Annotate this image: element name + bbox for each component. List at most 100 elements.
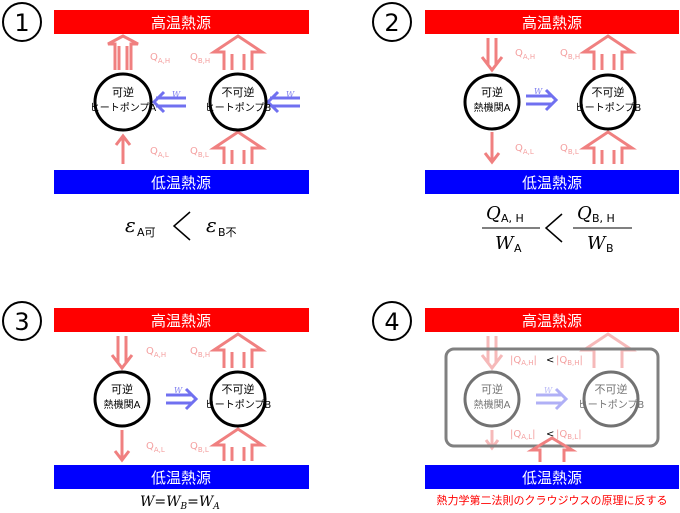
svg-text:ヒートポンプB: ヒートポンプB [578, 399, 645, 411]
heat-arrow-b-cold [209, 427, 267, 461]
svg-text:可逆: 可逆 [481, 382, 503, 396]
relation-1: ε A可 ε B不 [125, 211, 237, 241]
heat-arrow-b-hot [209, 34, 267, 70]
svg-text:B不: B不 [218, 226, 237, 239]
svg-text:ε: ε [125, 213, 136, 237]
work-label: W [286, 90, 295, 99]
device-b-line1: 不可逆 [222, 85, 255, 99]
heat-arrow-a-hot [110, 336, 134, 371]
device-a-line2: ヒートポンプA [90, 102, 157, 114]
svg-text:ヒートポンプB: ヒートポンプB [575, 102, 642, 114]
svg-text:QB,L: QB,L [560, 143, 579, 156]
panel-number-badge: 4 [372, 301, 412, 341]
work-label: W [174, 386, 183, 395]
heat-arrow-b-cold [209, 130, 267, 164]
heat-arrow-a-hot [107, 34, 139, 70]
svg-text:低温熱源: 低温熱源 [151, 469, 211, 487]
svg-text:QA,L: QA,L [150, 146, 169, 159]
svg-text:不可逆: 不可逆 [595, 382, 628, 396]
work-arrow-4 [536, 387, 569, 411]
system-boundary-box [444, 347, 660, 448]
svg-text:B, H: B, H [592, 212, 615, 225]
heat-labels: QA,H QB,H QA,L QB,L [150, 52, 210, 159]
svg-text:QB,H: QB,H [190, 346, 210, 359]
svg-text:ヒートポンプB: ヒートポンプB [205, 399, 272, 411]
work-arrow-3 [166, 387, 199, 411]
svg-text:QB,L: QB,L [190, 441, 209, 454]
svg-text:QA,L: QA,L [515, 143, 534, 156]
svg-text:<: < [546, 429, 554, 440]
svg-text:高温熱源: 高温熱源 [151, 312, 211, 330]
heat-arrow-a-cold [113, 430, 131, 463]
work-arrow-2 [526, 88, 559, 112]
panel-4: 4 高温熱源 低温熱源 W [372, 301, 679, 507]
svg-text:<: < [546, 355, 554, 366]
svg-text:熱機関A: 熱機関A [104, 398, 141, 411]
svg-text:W: W [587, 233, 607, 254]
clausius-violation-note: 熱力学第二法則のクラウジウスの原理に反する [437, 493, 668, 507]
device-a: 可逆 ヒートポンプA [90, 72, 157, 132]
device-a: 可逆 熱機関A [463, 73, 521, 131]
panel-3: 3 高温熱源 低温熱源 W [2, 301, 309, 512]
device-b: 不可逆 ヒートポンプB [575, 73, 642, 131]
svg-text:低温熱源: 低温熱源 [522, 174, 582, 192]
device-a: 可逆 熱機関A [93, 370, 151, 428]
svg-text:可逆: 可逆 [481, 85, 503, 99]
panel-number-badge: 2 [372, 2, 412, 42]
svg-text:B: B [606, 242, 614, 255]
svg-text:QB,H: QB,H [560, 48, 580, 61]
svg-text:熱機関A: 熱機関A [474, 101, 511, 114]
cold-reservoir: 低温熱源 [54, 170, 309, 194]
svg-text:熱機関A: 熱機関A [474, 398, 511, 411]
hot-reservoir: 高温熱源 [54, 10, 309, 34]
device-b-line2: ヒートポンプB [205, 102, 272, 114]
heat-arrow-a-cold [484, 430, 500, 451]
cold-reservoir: 低温熱源 [425, 465, 679, 489]
panel-number: 1 [14, 9, 29, 37]
heat-arrow-a-cold [114, 133, 132, 164]
heat-arrow-b-hot [209, 332, 267, 368]
less-than-mark [172, 211, 191, 241]
work-label: W [172, 90, 181, 99]
device-b: 不可逆 ヒートポンプB [205, 72, 272, 132]
svg-text:W=WB=WA: W=WB=WA [140, 494, 220, 512]
heat-arrow-b-hot [579, 34, 637, 70]
svg-text:QB,H: QB,H [190, 52, 210, 65]
heat-arrow-a-cold [483, 132, 501, 165]
svg-text:低温熱源: 低温熱源 [522, 469, 582, 487]
svg-text:高温熱源: 高温熱源 [522, 312, 582, 330]
svg-text:QA,H: QA,H [515, 48, 535, 61]
svg-text:不可逆: 不可逆 [592, 85, 625, 99]
cold-reservoir-label: 低温熱源 [151, 174, 211, 192]
heat-arrow-b-hot [579, 332, 637, 368]
work-label: W [544, 386, 553, 395]
inner-top-comparison: |QA,H| < |QB,H| [510, 355, 583, 367]
work-arrow-1b [265, 90, 300, 114]
svg-text:4: 4 [384, 308, 399, 336]
heat-labels: QA,H QB,H QA,L QB,L [515, 48, 580, 156]
cold-reservoir: 低温熱源 [425, 170, 679, 194]
hot-reservoir: 高温熱源 [425, 308, 679, 332]
svg-text:|QB,L|: |QB,L| [556, 429, 582, 441]
heat-arrow-a-hot [480, 38, 504, 73]
svg-text:QA,L: QA,L [146, 441, 165, 454]
svg-text:A, H: A, H [501, 212, 524, 225]
hot-reservoir: 高温熱源 [54, 308, 309, 332]
svg-text:Q: Q [486, 203, 501, 224]
relation-2: Q A, H W A Q B, H W B [482, 203, 632, 255]
svg-text:可逆: 可逆 [111, 382, 133, 396]
work-arrow-1a [151, 90, 186, 114]
panel-number-badge: 3 [2, 301, 42, 341]
inner-bottom-comparison: |QA,L| < |QB,L| [510, 429, 582, 441]
hot-reservoir: 高温熱源 [425, 10, 679, 34]
svg-text:QB,L: QB,L [190, 146, 209, 159]
work-label: W [534, 87, 543, 96]
device-a-line1: 可逆 [112, 85, 134, 99]
svg-text:ε: ε [206, 213, 217, 237]
svg-text:2: 2 [384, 9, 399, 37]
cold-reservoir: 低温熱源 [54, 465, 309, 489]
heat-arrow-a-hot [480, 336, 504, 371]
heat-arrow-b-cold [579, 130, 637, 164]
svg-text:高温熱源: 高温熱源 [522, 14, 582, 32]
